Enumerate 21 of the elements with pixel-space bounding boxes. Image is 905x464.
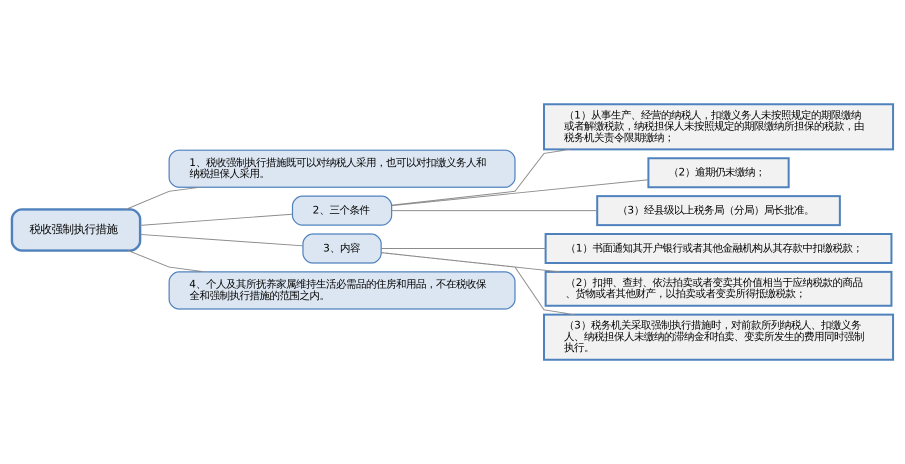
- node-box: （3）税务机关采取强制执行措施时，对前款所列纳税人、扣缴义务人、纳税担保人未缴纳的滞纳金和拍卖、变卖所发生的费用同时强制执行。: [543, 314, 894, 361]
- node-box: 4、个人及其所抚养家属维持生活必需品的住房和用品，不在税收保全和强制执行措施的范围之内。: [168, 271, 516, 310]
- connector: [380, 248, 546, 249]
- connector: [391, 148, 570, 206]
- node-box: （1）书面通知其开户银行或者其他金融机构从其存款中扣缴税款；: [544, 233, 892, 264]
- connector: [140, 234, 304, 246]
- node-box: （2）扣押、查封、依法拍卖或者变卖其价值相当于应纳税款的商品、货物或者其他财产，以拍卖或者变卖所得抵缴税款；: [544, 270, 892, 307]
- node-box: （2）逾期仍未缴纳；: [647, 157, 790, 188]
- connector: [391, 210, 598, 212]
- node-box: 3、内容: [302, 233, 382, 264]
- node-box: 税收强制执行措施: [10, 208, 142, 252]
- node-box: （3）经县级以上税务局（分局）局长批准。: [596, 195, 841, 226]
- connector: [128, 250, 206, 272]
- node-box: 2、三个条件: [292, 196, 392, 226]
- node-box: （1）从事生产、经营的纳税人，扣缴义务人未按照规定的期限缴纳或者解缴税款，纳税担保人未按照规定的期限缴纳所担保的税款，由税务机关责令限期缴纳；: [543, 103, 894, 150]
- connector: [391, 179, 649, 206]
- connector: [380, 252, 575, 316]
- node-box: 1、税收强制执行措施既可以对纳税人采用，也可以对扣缴义务人和纳税担保人采用。: [168, 150, 516, 188]
- connector: [125, 186, 200, 210]
- connector: [380, 252, 561, 272]
- connector: [140, 214, 293, 226]
